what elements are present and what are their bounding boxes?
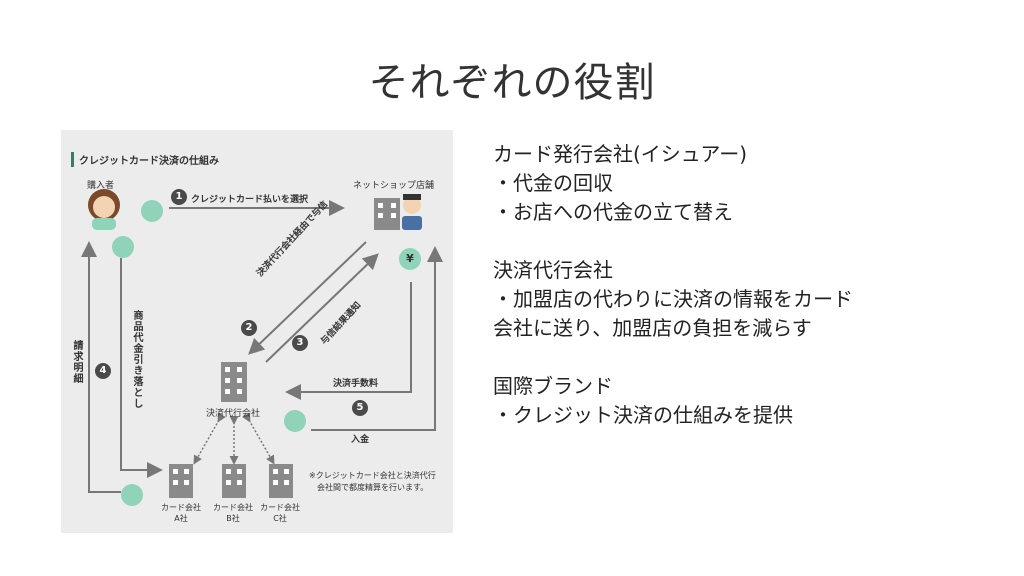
fee-label: 決済手数料 — [333, 379, 379, 389]
roles-line: ・クレジット決済の仕組みを提供 — [493, 403, 793, 427]
agency-building-icon — [221, 362, 247, 402]
shop-label: ネットショップ店舗 — [353, 181, 435, 191]
step-badge-2: 2 — [241, 320, 257, 336]
roles-line: 国際ブランド — [493, 374, 613, 398]
credit-card-flow-diagram: クレジットカード決済の仕組み 購入者 ネットショップ店舗 ¥ 1 クレジットカー… — [61, 130, 453, 533]
roles-line: ・加盟店の代わりに決済の情報をカード — [493, 287, 853, 311]
dotted-arrow-c — [242, 412, 275, 465]
card-icon — [112, 236, 134, 258]
step-badge-3: 3 — [292, 335, 308, 351]
statement-icon — [121, 484, 143, 506]
arrow-step2 — [248, 241, 367, 355]
flow-arrows — [81, 189, 443, 498]
yen-icon: ¥ — [399, 248, 421, 270]
slide-title: それぞれの役割 — [368, 60, 656, 106]
buyer-avatar-icon — [88, 189, 120, 230]
roles-line — [493, 227, 853, 256]
diagram-heading: クレジットカード決済の仕組み — [71, 152, 219, 167]
roles-line: 会社に送り、加盟店の負担を減らす — [493, 316, 812, 340]
card-company-b-icon — [222, 464, 246, 498]
roles-line: 決済代行会社 — [493, 258, 613, 282]
arrow-deposit — [311, 246, 443, 431]
statement-label: 請求明細 — [71, 340, 82, 384]
roles-line: ・お店への代金の立て替え — [493, 200, 733, 224]
shop-building-icon — [374, 194, 422, 230]
card-icon — [284, 410, 306, 432]
card-company-a-icon — [169, 464, 193, 498]
step-badge-1: 1 — [171, 189, 187, 205]
arrow-statement — [81, 241, 121, 493]
settlement-note: ※クレジットカード会社と決済代行会社間で都度精算を行います。 — [309, 471, 436, 492]
roles-line: ・代金の回収 — [493, 171, 613, 195]
roles-line: カード発行会社(イシュアー) — [493, 142, 748, 166]
card-company-c-icon — [269, 464, 293, 498]
dotted-arrow-a — [193, 412, 226, 465]
step-badge-5: 5 — [352, 400, 368, 416]
roles-description: カード発行会社(イシュアー) ・代金の回収 ・お店への代金の立て替え 決済代行会… — [493, 140, 853, 430]
arrow-product-fee — [120, 258, 163, 478]
step-badge-4: 4 — [95, 363, 111, 379]
agency-label: 決済代行会社 — [206, 409, 261, 419]
deposit-label: 入金 — [351, 435, 370, 445]
arrow-step3 — [265, 253, 379, 363]
arrow-fee — [285, 282, 412, 400]
product-fee-label: 商品代金引き落とし — [131, 310, 142, 409]
roles-line — [493, 343, 853, 372]
buyer-label: 購入者 — [87, 181, 115, 191]
step1-label: クレジットカード払いを選択 — [191, 195, 309, 205]
card-icon — [141, 200, 163, 222]
